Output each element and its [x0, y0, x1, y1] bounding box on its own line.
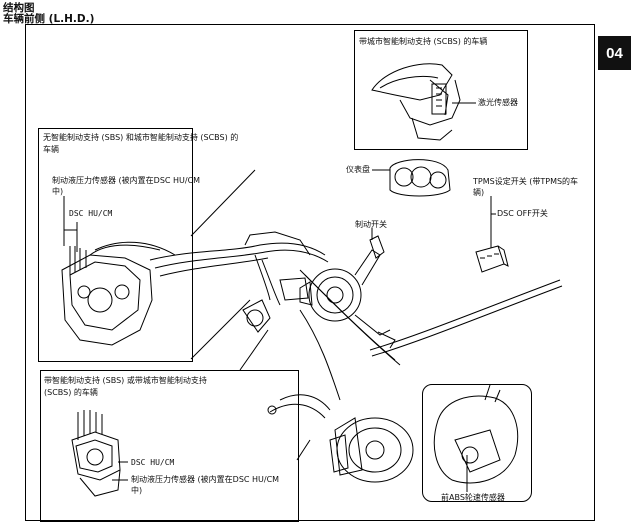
- front-wheel-drawing: [267, 394, 414, 483]
- knuckle-left-drawing: [242, 299, 271, 333]
- instrument-cluster-drawing: [372, 159, 451, 197]
- dsc-hucm-drawing-bottom: [71, 410, 128, 497]
- dsc-hucm-label-bottom: DSC HU/CM: [131, 458, 175, 467]
- no-sbs-inset-title-line2: 车辆: [43, 145, 59, 154]
- no-sbs-inset-box: [38, 128, 193, 362]
- dsc-off-switch-drawing: [475, 196, 509, 273]
- dsc-off-switch-label: DSC OFF开关: [497, 209, 548, 218]
- tpms-switch-label-line2: 辆): [473, 188, 485, 197]
- brake-pressure-sensor-bottom-line2: 中): [131, 486, 143, 495]
- section-tab[interactable]: 04: [598, 36, 631, 70]
- scbs-inset-box: [354, 30, 528, 150]
- instrument-cluster-label: 仪表盘: [346, 165, 370, 174]
- dsc-hucm-label-top: DSC HU/CM: [69, 209, 113, 218]
- sbs-inset-title-line1: 带智能制动支持 (SBS) 或带城市智能制动支持: [44, 376, 207, 385]
- brake-pressure-sensor-label-line1: 制动液压力传感器 (被内置在DSC HU/CM: [52, 176, 201, 185]
- page-subtitle: 车辆前侧 (L.H.D.): [3, 13, 95, 25]
- abs-sensor-closeup-drawing: [433, 384, 519, 492]
- laser-sensor-drawing: [371, 63, 476, 141]
- page-title: 结构图: [3, 2, 35, 14]
- dsc-hucm-drawing-top: [61, 196, 176, 346]
- abs-sensor-inset: [422, 384, 532, 502]
- sbs-inset-title-line2: (SCBS) 的车辆: [44, 388, 98, 397]
- no-sbs-inset-title-line1: 无智能制动支持 (SBS) 和城市智能制动支持 (SCBS) 的: [43, 133, 239, 142]
- scbs-inset-title: 带城市智能制动支持 (SCBS) 的车辆: [359, 37, 488, 46]
- laser-sensor-label: 激光传感器: [478, 98, 518, 107]
- tpms-switch-label-line1: TPMS设定开关 (带TPMS的车: [473, 177, 579, 186]
- brake-pressure-sensor-bottom-line1: 制动液压力传感器 (被内置在DSC HU/CM: [131, 475, 280, 484]
- brake-booster-drawing: [279, 228, 396, 349]
- brake-switch-label: 制动开关: [355, 220, 387, 229]
- brake-pressure-sensor-label-line2: 中): [52, 187, 64, 196]
- brake-line-network: [149, 231, 563, 401]
- front-abs-sensor-label: 前ABS轮速传感器: [441, 493, 505, 502]
